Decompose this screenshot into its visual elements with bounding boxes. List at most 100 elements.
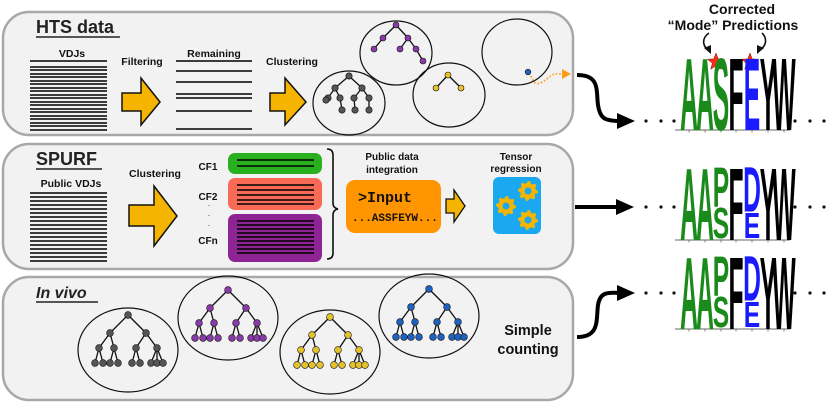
gears-icon (496, 181, 538, 230)
tree-node (236, 334, 244, 342)
ellipsis-dot (808, 119, 812, 123)
cf-ellipsis-2: . (208, 209, 210, 218)
tree-node (460, 333, 468, 341)
gear-hole (524, 216, 532, 224)
tree-node (432, 84, 440, 92)
tree-node (253, 319, 261, 327)
tree-node (331, 84, 339, 92)
logo-letter: F (728, 146, 743, 262)
tree-node (344, 331, 352, 339)
tensor-label-1: Tensor (500, 152, 533, 163)
logo-letter: Y (760, 146, 776, 262)
ellipsis-dot (672, 119, 676, 123)
tree-node (334, 346, 342, 354)
hts-title: HTS data (36, 17, 115, 37)
cf-ellipsis-3: . (208, 219, 210, 228)
tree-node (293, 361, 301, 369)
tree-node (124, 311, 132, 319)
tree-node (392, 21, 400, 29)
ellipsis-dot (672, 205, 676, 209)
vdjs-label: VDJs (59, 48, 85, 60)
tree-node (206, 334, 214, 342)
simple-counting-label-2: counting (497, 342, 558, 358)
logo-letter: D (743, 244, 761, 315)
dotted-arrowhead-orange (562, 69, 571, 79)
tree-node (95, 344, 103, 352)
tree-node (330, 361, 338, 369)
tree-node (351, 106, 359, 114)
star-icon (740, 52, 760, 70)
integration-label-2: integration (366, 165, 418, 176)
logo-letter: E (744, 205, 760, 246)
cf2-label: CF2 (199, 192, 218, 203)
ellipsis-dot (793, 205, 797, 209)
cluster-circle-gray (312, 70, 386, 136)
tree-edge (209, 289, 229, 309)
tree-node (99, 359, 107, 367)
input-line-1: >Input (358, 190, 412, 207)
logo-letter: W (772, 146, 795, 262)
logo-letter: W (772, 235, 795, 351)
tree-node (336, 94, 344, 102)
logo-letter: F (728, 36, 743, 152)
tree-node (365, 106, 373, 114)
tree-node (142, 329, 150, 337)
logo-letter: A (696, 36, 714, 152)
invivo-circle-purple (177, 275, 279, 361)
tree-node (361, 361, 369, 369)
ellipsis-dot (808, 291, 812, 295)
cf1-label: CF1 (199, 162, 218, 173)
tree-node (425, 285, 433, 293)
cf-ellipsis-1: . (208, 199, 210, 208)
logo-letter: D (743, 155, 761, 226)
tree-node (415, 333, 423, 341)
tensor-label-2: regression (490, 164, 541, 175)
logo-letter: E (744, 294, 760, 335)
tree-node (195, 319, 203, 327)
logo-letter: W (772, 36, 795, 152)
public-vdj-lines (30, 192, 107, 262)
tree-node (338, 106, 346, 114)
annotation-line-1: Corrected (709, 1, 775, 17)
tree-node (106, 329, 114, 337)
logo-letter: A (696, 146, 714, 262)
ellipsis-dot (822, 291, 826, 295)
input-box (346, 180, 441, 233)
tree-node (153, 344, 161, 352)
tree-node (132, 344, 140, 352)
dotted-arrow-orange (530, 73, 562, 85)
ellipsis-dot (793, 291, 797, 295)
ellipsis-dot (822, 119, 826, 123)
ellipsis-dot (808, 205, 812, 209)
tree-node (308, 361, 316, 369)
tree-node (411, 318, 419, 326)
cf2-box (228, 178, 322, 210)
tree-node (308, 331, 316, 339)
tree-node (437, 333, 445, 341)
star-icon (706, 52, 726, 70)
tree-node (259, 334, 267, 342)
ellipsis-dots (644, 119, 826, 295)
ellipsis-dot (644, 291, 648, 295)
vdj-sequence-lines (30, 60, 107, 131)
logo-letter: A (680, 146, 698, 262)
simple-counting-label-1: Simple (504, 323, 552, 339)
cf1-box (228, 153, 322, 174)
tree-node (396, 318, 404, 326)
tree-node (297, 346, 305, 354)
lineage-tree-gray (91, 311, 167, 367)
tree-node (358, 84, 366, 92)
tree-edge (227, 289, 247, 309)
gear-hole (524, 187, 532, 195)
tree-node (355, 346, 363, 354)
tree-node (110, 344, 118, 352)
spurf-clustering-arrow (128, 183, 178, 249)
tree-node (365, 94, 373, 102)
tree-node (316, 361, 324, 369)
lineage-tree-yellow (432, 71, 465, 92)
tree-node (419, 57, 427, 65)
tree-node (338, 361, 346, 369)
tree-node (322, 96, 330, 104)
